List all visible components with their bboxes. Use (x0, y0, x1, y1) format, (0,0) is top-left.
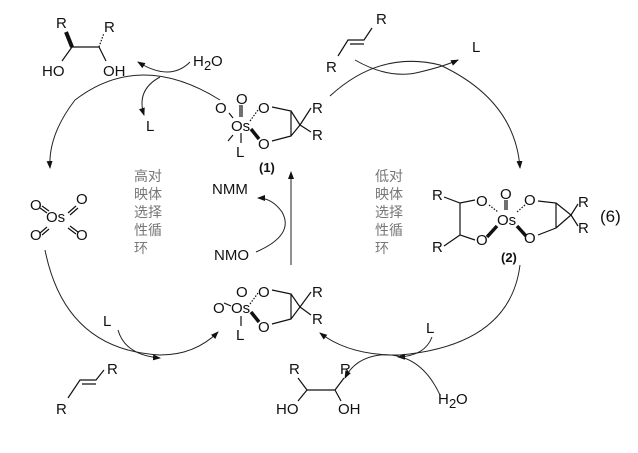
oxygen: O (213, 300, 225, 317)
oxygen: O (236, 284, 248, 301)
r-group: R (578, 194, 589, 211)
osmium-tetroxide: O O Os O O (30, 191, 88, 244)
high-enantioselective-cycle-label: 高对 映体 选择 性循 环 (134, 168, 162, 257)
oxygen: O (30, 197, 42, 214)
hydroxyl-label: OH (338, 401, 361, 418)
top-alkene: R R (326, 11, 387, 76)
r-group: R (56, 15, 67, 32)
r-group: R (432, 239, 443, 256)
label-line: 高对 (134, 168, 162, 185)
hydroxyl-label: HO (276, 401, 299, 418)
r-group: R (340, 361, 351, 378)
bottom-diol-product: R R HO OH (276, 361, 361, 418)
subscript: 2 (449, 396, 456, 411)
label-line: 选择 (134, 205, 162, 221)
low-enantioselective-cycle-label: 低对 映体 选择 性循 环 (375, 169, 403, 257)
label-line: 环 (134, 241, 148, 257)
ligand-label: L (103, 313, 111, 330)
compound-label: (1) (259, 160, 275, 175)
oxygen: O (476, 193, 488, 210)
compound-label: (2) (501, 250, 517, 265)
oxygen: O (476, 232, 488, 249)
oxygen: O (76, 227, 88, 244)
oxygen: O (76, 191, 88, 208)
top-diol-product: R R HO OH (42, 15, 126, 80)
complex-1: O O Os O O R R L (1) (215, 91, 323, 175)
oxygen: O (258, 100, 270, 117)
oxygen: O (524, 192, 536, 209)
oxygen: O (258, 284, 270, 301)
oxygen: O (524, 230, 536, 247)
nmm-label: NMM (212, 181, 248, 198)
r-group: R (312, 311, 323, 328)
r-group: R (376, 11, 387, 28)
water-label: O (456, 391, 468, 408)
r-group: R (578, 220, 589, 237)
water-label: H (193, 53, 204, 70)
hydroxyl-label: OH (103, 63, 126, 80)
label-line: 性循 (375, 223, 403, 239)
r-group: R (107, 361, 118, 378)
r-group: R (56, 401, 67, 418)
water-label: O (211, 53, 223, 70)
r-group: R (289, 361, 300, 378)
label-line: 环 (375, 241, 389, 257)
label-line: 性循 (134, 223, 162, 239)
r-group: R (312, 100, 323, 117)
ligand-label: L (426, 320, 434, 337)
ligand-label: L (472, 39, 480, 56)
oxygen: O (258, 319, 270, 336)
reaction-arrows (44, 59, 523, 396)
ligand-label: L (236, 144, 244, 161)
r-group: R (326, 59, 337, 76)
oxygen: O (236, 91, 248, 108)
oxygen: O (258, 136, 270, 153)
r-group: R (312, 284, 323, 301)
ligand-label: L (236, 327, 244, 344)
subscript: 2 (204, 58, 211, 73)
r-group: R (312, 127, 323, 144)
r-group: R (432, 187, 443, 204)
ligand-label: L (146, 118, 154, 135)
complex-osmium-glycolate: O Os O O R R L O (213, 284, 323, 344)
osmium: Os (231, 300, 250, 317)
complex-2: R R O O O Os O O R R (2) (432, 186, 589, 265)
nmo-label: NMO (214, 247, 249, 264)
r-group: R (104, 19, 115, 36)
equation-number: (6) (600, 207, 621, 226)
osmium: Os (231, 118, 250, 135)
bottom-alkene: R R (56, 361, 118, 418)
hydroxyl-label: HO (42, 63, 65, 80)
oxygen: O (215, 100, 227, 117)
oxygen: O (30, 227, 42, 244)
label-line: 映体 (375, 187, 403, 203)
label-line: 选择 (375, 205, 403, 221)
water-label: H (438, 391, 449, 408)
label-line: 低对 (375, 169, 403, 185)
label-line: 映体 (134, 187, 162, 203)
osmium: Os (46, 209, 65, 226)
osmium: Os (497, 212, 516, 229)
oxygen: O (500, 186, 512, 203)
